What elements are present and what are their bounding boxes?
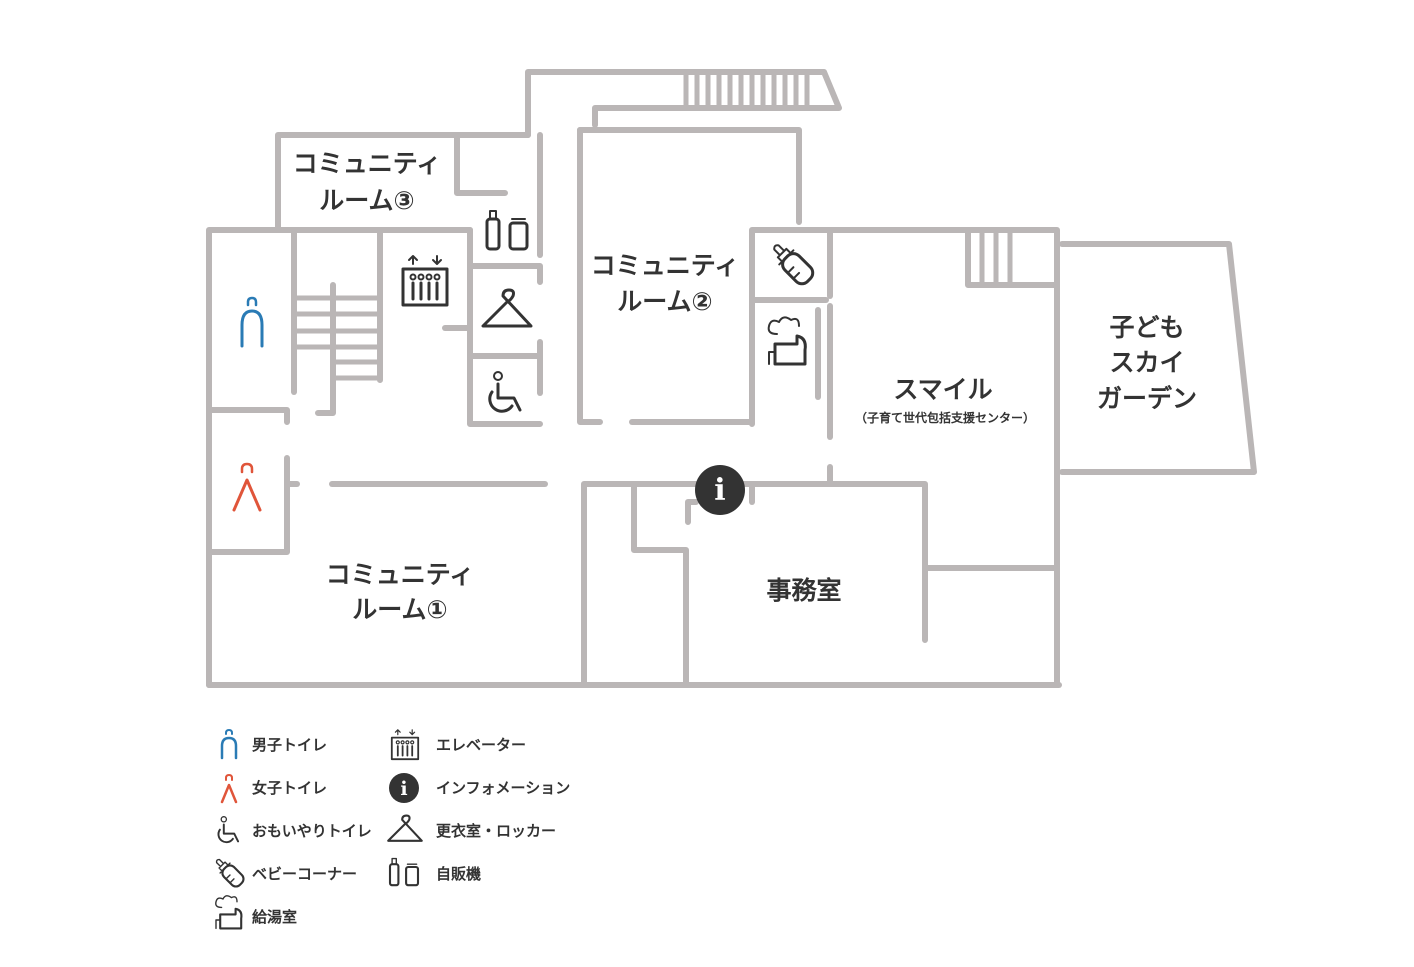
legend-kitchenette-label: 給湯室 (252, 908, 297, 926)
legend-item-baby-corner: ベビーコーナー (215, 858, 357, 888)
hanger-icon (481, 288, 533, 328)
accessible-toilet-icon (488, 371, 522, 413)
room-labels: コミュニティ ルーム③ コミュニティ ルーム② コミュニティ ルーム① スマイル… (293, 149, 1197, 624)
legend-item-information: i インフォメーション (389, 773, 570, 803)
legend-vending-label: 自販機 (436, 865, 481, 883)
legend-elevator-label: エレベーター (436, 736, 526, 754)
legend-locker-room-label: 更衣室・ロッカー (436, 822, 556, 840)
room-community-2-line2: ルーム② (617, 287, 712, 316)
vending-machine-icon (485, 210, 529, 251)
legend-item-elevator: エレベーター (390, 729, 526, 761)
legend-mens-toilet-label: 男子トイレ (252, 736, 327, 754)
kitchenette-icon (767, 316, 807, 366)
room-smile: スマイル (893, 375, 992, 404)
legend-accessible-toilet-icon (217, 816, 240, 844)
information-glyph: i (714, 473, 725, 508)
legend-mens-toilet-icon (220, 728, 238, 760)
legend-elevator-icon (390, 729, 420, 761)
walls (206, 69, 1257, 688)
legend-accessible-toilet-label: おもいやりトイレ (252, 822, 372, 840)
legend-item-vending: 自販機 (388, 857, 481, 887)
legend-kitchenette-icon (215, 895, 243, 930)
room-community-2-line1: コミュニティ (591, 251, 740, 280)
room-community-1-line2: ルーム① (352, 595, 447, 624)
legend-item-mens-toilet: 男子トイレ (220, 728, 327, 760)
room-office: 事務室 (766, 576, 841, 605)
room-community-3-line2: ルーム③ (319, 186, 414, 215)
legend-item-kitchenette: 給湯室 (215, 895, 297, 930)
legend: 男子トイレ 女子トイレ おもいやりトイレ ベビーコーナー (215, 728, 570, 930)
legend-womens-toilet-label: 女子トイレ (252, 779, 327, 797)
room-community-3-line1: コミュニティ (293, 149, 442, 178)
womens-toilet-icon (232, 462, 262, 512)
room-sky-garden-line2: スカイ (1109, 348, 1184, 377)
mens-toilet-icon (240, 296, 264, 348)
baby-bottle-icon (773, 244, 815, 286)
information-icon: i (695, 465, 745, 515)
legend-womens-toilet-icon (220, 773, 238, 804)
legend-item-locker-room: 更衣室・ロッカー (387, 814, 556, 842)
legend-information-icon: i (389, 773, 419, 803)
legend-information-label: インフォメーション (436, 779, 570, 797)
legend-baby-bottle-icon (215, 858, 245, 888)
legend-vending-machine-icon (388, 857, 420, 887)
legend-information-glyph: i (400, 778, 407, 800)
legend-hanger-icon (387, 814, 423, 842)
room-sky-garden-line1: 子ども (1109, 313, 1184, 342)
room-community-1-line1: コミュニティ (326, 560, 475, 589)
legend-item-accessible-toilet: おもいやりトイレ (217, 816, 372, 844)
elevator-icon (401, 255, 449, 307)
room-smile-subtitle: （子育て世代包括支援センター） (855, 410, 1035, 425)
room-sky-garden-line3: ガーデン (1097, 384, 1197, 413)
legend-baby-corner-label: ベビーコーナー (252, 865, 357, 883)
legend-item-womens-toilet: 女子トイレ (220, 773, 327, 804)
